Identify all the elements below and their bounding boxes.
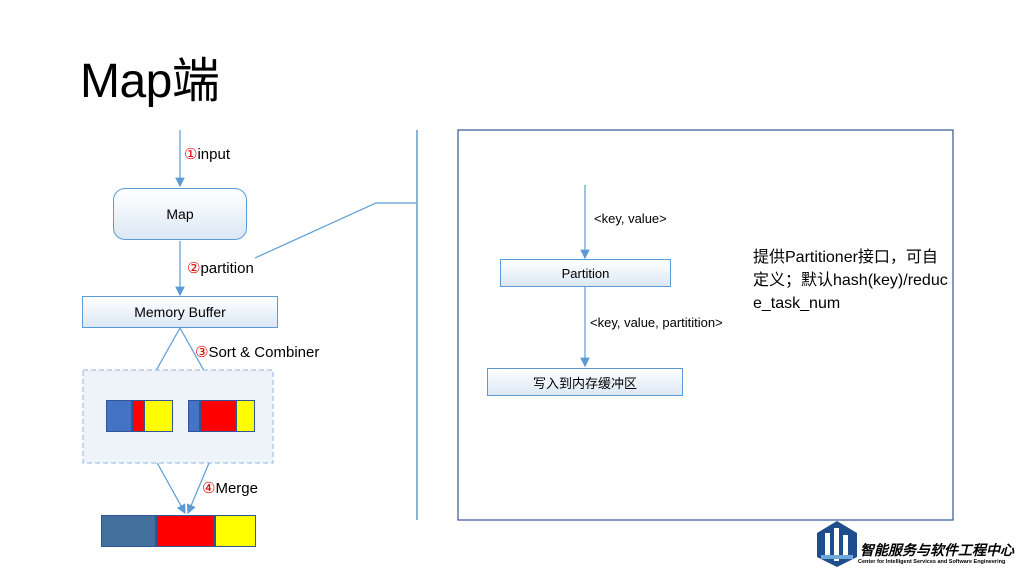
step-merge-label: ④Merge (202, 480, 258, 498)
logo-name: 智能服务与软件工程中心 (860, 543, 1014, 559)
step-partition-label: ②partition (187, 260, 254, 278)
partition-box: Partition (500, 259, 671, 287)
merged-blue-segment (101, 515, 156, 547)
merged-yellow-segment (215, 515, 256, 547)
merged-red-segment (156, 515, 215, 547)
page-title: Map端 (80, 55, 220, 108)
memory-buffer-box: Memory Buffer (82, 296, 278, 328)
step-text: Sort & Combiner (208, 344, 320, 361)
step-sort-label: ③Sort & Combiner (195, 344, 319, 362)
step-input-label: ①input (184, 146, 230, 164)
write-buffer-box: 写入到内存缓冲区 (487, 368, 683, 396)
step-number: ① (184, 146, 198, 163)
spill1-yellow-segment (144, 400, 173, 432)
spill1-blue-segment (106, 400, 132, 432)
detail-panel (457, 129, 954, 521)
step-text: partition (200, 260, 254, 277)
logo-subtitle: Center for Intelligent Services and Soft… (858, 559, 1006, 565)
step-text: Merge (215, 480, 258, 497)
callout-line (254, 202, 416, 259)
step-number: ② (187, 260, 201, 277)
spill2-blue-segment (188, 400, 200, 432)
step-number: ④ (202, 480, 216, 497)
spill2-red-segment (200, 400, 236, 432)
step-text: input (197, 146, 230, 163)
partitioner-note: 提供Partitioner接口，可自定义；默认hash(key)/reduce_… (753, 249, 948, 312)
kv-label: <key, value> (594, 211, 667, 226)
step-number: ③ (195, 344, 209, 361)
center-logo-icon (813, 519, 861, 569)
map-box: Map (113, 188, 247, 240)
spill2-yellow-segment (236, 400, 255, 432)
kvp-label: <key, value, partitition> (590, 315, 723, 330)
spill1-red-segment (132, 400, 144, 432)
